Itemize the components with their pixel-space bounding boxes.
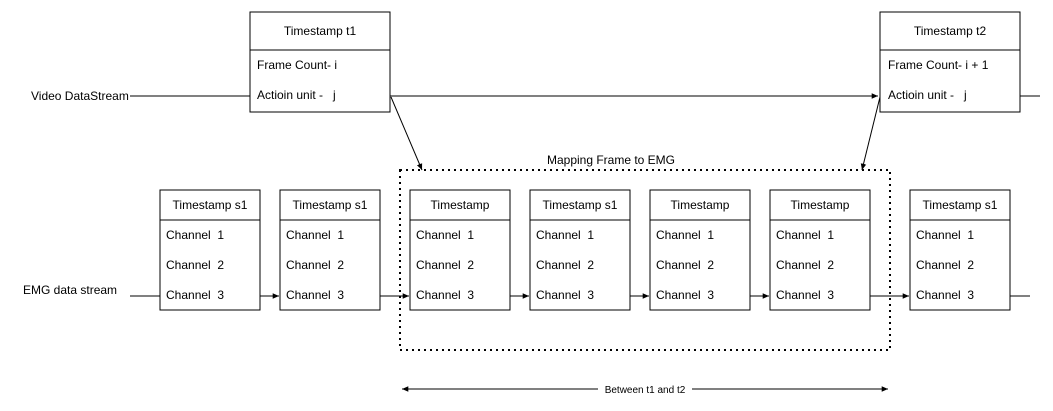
- interval-label-bg: [598, 382, 692, 396]
- sample-title: Timestamp s1: [543, 198, 618, 212]
- mapping-region: [399, 169, 891, 351]
- channel-label: Channel 2: [656, 258, 714, 272]
- interval-label: Between t1 and t2: [605, 385, 686, 396]
- channel-label: Channel 1: [916, 228, 974, 242]
- mapping-region-label: Mapping Frame to EMG: [547, 153, 675, 167]
- emg-stream-label: EMG data stream: [23, 283, 117, 297]
- video-frame-t2: Timestamp t2 Frame Count- i + 1 Actioin …: [879, 11, 1021, 113]
- sample-title: Timestamp: [791, 198, 850, 212]
- channel-label: Channel 3: [416, 288, 474, 302]
- sample-title: Timestamp s1: [293, 198, 368, 212]
- channel-label: Channel 2: [916, 258, 974, 272]
- emg-sample-box: Timestamp s1 Channel 1 Channel 2 Channel 3: [909, 189, 1011, 311]
- sample-title: Timestamp s1: [173, 198, 248, 212]
- channel-label: Channel 3: [166, 288, 224, 302]
- channel-label: Channel 3: [656, 288, 714, 302]
- action-unit-text: Actioin unit - j: [888, 88, 967, 102]
- emg-sample-box: Timestamp s1 Channel 1 Channel 2 Channel 3: [159, 189, 261, 311]
- channel-label: Channel 3: [916, 288, 974, 302]
- channel-label: Channel 2: [416, 258, 474, 272]
- emg-sample-box: Timestamp s1 Channel 1 Channel 2 Channel 3: [279, 189, 381, 311]
- frame-count-text: Frame Count- i: [257, 58, 337, 72]
- channel-label: Channel 3: [286, 288, 344, 302]
- channel-label: Channel 1: [776, 228, 834, 242]
- channel-label: Channel 2: [536, 258, 594, 272]
- channel-label: Channel 1: [656, 228, 714, 242]
- mapping-arrow-t1: [390, 96, 423, 171]
- channel-label: Channel 2: [286, 258, 344, 272]
- channel-label: Channel 1: [166, 228, 224, 242]
- channel-label: Channel 1: [286, 228, 344, 242]
- mapping-arrow-t2: [860, 96, 881, 171]
- action-unit-text: Actioin unit - j: [257, 88, 336, 102]
- video-stream-label: Video DataStream: [31, 89, 129, 103]
- channel-label: Channel 2: [776, 258, 834, 272]
- sample-title: Timestamp: [431, 198, 490, 212]
- channel-label: Channel 3: [536, 288, 594, 302]
- frame-title: Timestamp t2: [914, 24, 987, 38]
- channel-label: Channel 1: [536, 228, 594, 242]
- frame-count-text: Frame Count- i + 1: [888, 58, 989, 72]
- video-frame-t1: Timestamp t1 Frame Count- i Actioin unit…: [249, 11, 391, 113]
- sample-title: Timestamp: [671, 198, 730, 212]
- sample-title: Timestamp s1: [923, 198, 998, 212]
- channel-label: Channel 2: [166, 258, 224, 272]
- emg-sample-box: Timestamp s1 Channel 1 Channel 2 Channel 3: [529, 189, 631, 311]
- frame-title: Timestamp t1: [284, 24, 357, 38]
- channel-label: Channel 3: [776, 288, 834, 302]
- channel-label: Channel 1: [416, 228, 474, 242]
